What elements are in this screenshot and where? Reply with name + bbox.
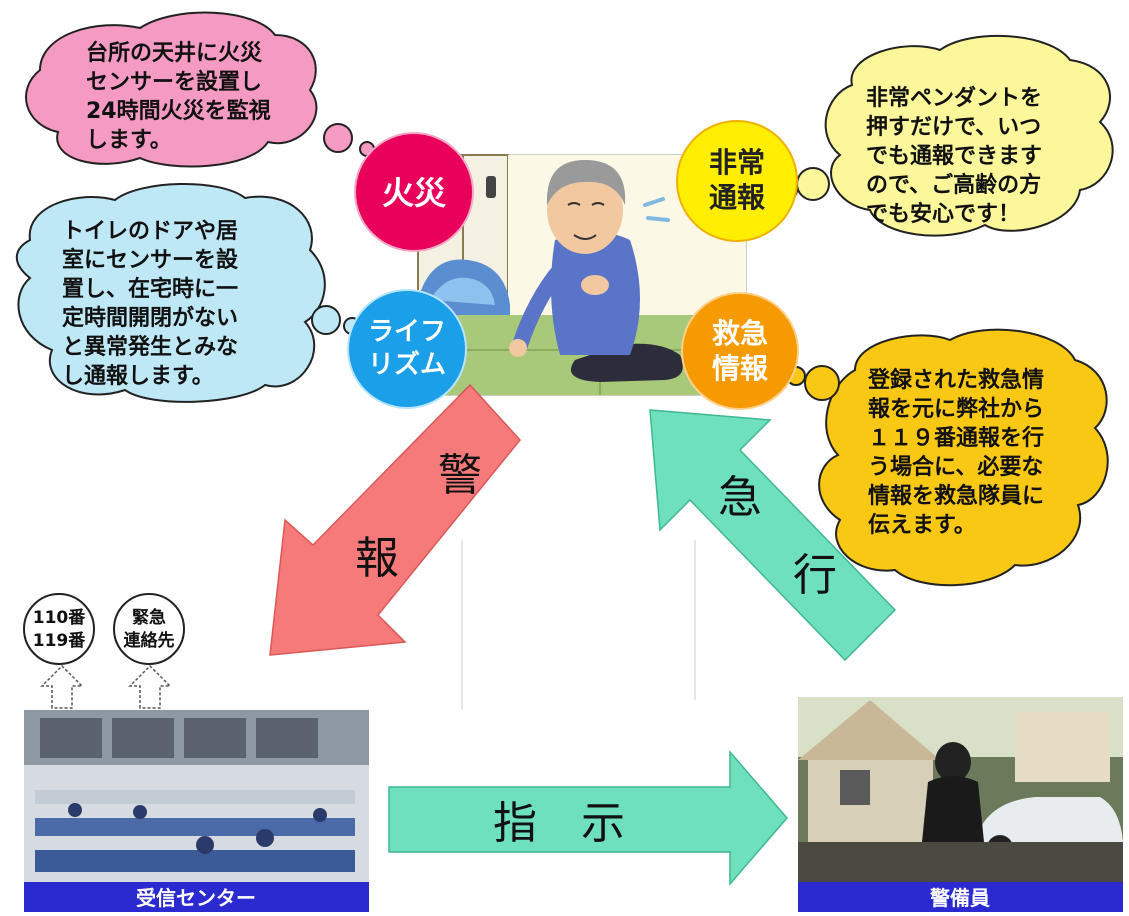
lifestyle-note-line: し通報します。 bbox=[62, 363, 214, 389]
svg-text:登録された救急情 報を元に弊社から: 登録された救急情 報を元に弊社から １１９番通報を行 う場合に、必要な 情報を救… bbox=[867, 367, 1052, 538]
emergency-call-note-line: でも安心です！ bbox=[866, 201, 1020, 227]
contact-label: 110番 bbox=[33, 608, 86, 628]
emergency-call-note-line: でも通報できます bbox=[866, 143, 1042, 169]
medical-info-note-line: 伝えます。 bbox=[868, 513, 976, 538]
emergency-circle-label: 非常 bbox=[709, 146, 765, 179]
lifestyle-circle: ライフ リズム bbox=[347, 289, 467, 409]
medical-circle-label: 情報 bbox=[712, 352, 769, 385]
fire-circle: 火災 bbox=[354, 132, 474, 252]
lifestyle-note-line: 定時間開閉がない bbox=[62, 305, 238, 331]
security-guard-label: 警備員 bbox=[930, 886, 990, 910]
reception-center-label-bar bbox=[24, 882, 369, 912]
police-fire-contact-circle: 110番 119番 bbox=[23, 593, 95, 665]
rush-arrow: 急 行 bbox=[649, 409, 897, 662]
medical-info-note-line: １１９番通報を行 bbox=[868, 425, 1044, 451]
fire-note-line: します。 bbox=[86, 128, 172, 153]
fire-note-line: 24時間火災を監視 bbox=[86, 99, 271, 124]
rush-arrow-char: 行 bbox=[793, 550, 837, 601]
medical-info-note-line: う場合に、必要な bbox=[868, 454, 1043, 480]
medical-circle-label: 救急 bbox=[712, 317, 768, 350]
emergency-call-note-line: ので、ご高齢の方 bbox=[866, 172, 1041, 198]
lifestyle-note-line: 室にセンサーを設 bbox=[62, 247, 239, 273]
svg-text:トイレのドアや居 室にセンサーを設: トイレのドアや居 室にセンサーを設 置し、在宅時に一 定時間開閉がない と異常発… bbox=[62, 219, 246, 389]
emergency-call-note-bubble: 非常ペンダントを 押すだけで、いつ でも通報できます ので、ご高齢の方 でも安心… bbox=[778, 34, 1114, 237]
lifestyle-note-bubble: トイレのドアや居 室にセンサーを設 置し、在宅時に一 定時間開閉がない と異常発… bbox=[15, 182, 361, 403]
fire-note-bubble: 台所の天井に火災 センサーを設置し 24時間火災を監視 します。 bbox=[25, 11, 387, 168]
emergency-circle: 非常 通報 bbox=[676, 120, 798, 242]
medical-info-note-bubble: 登録された救急情 報を元に弊社から １１９番通報を行 う場合に、必要な 情報を救… bbox=[786, 328, 1109, 587]
medical-info-note-line: 情報を救急隊員に bbox=[868, 483, 1044, 509]
contact-label: 連絡先 bbox=[124, 630, 175, 651]
lifestyle-circle-label: リズム bbox=[368, 349, 446, 380]
fire-note-line: センサーを設置し bbox=[86, 69, 262, 95]
dotted-up-arrow-icon bbox=[128, 664, 172, 709]
emergency-contact-circle: 緊急 連絡先 bbox=[113, 593, 185, 665]
instruct-arrow: 指 示 bbox=[388, 749, 788, 887]
medical-info-note-line: 登録された救急情 bbox=[867, 367, 1044, 393]
reception-center-photo bbox=[24, 710, 369, 882]
alert-arrow: 警 報 bbox=[269, 383, 521, 656]
security-guard-label-bar bbox=[798, 882, 1123, 912]
dotted-up-arrow-icon bbox=[40, 664, 84, 709]
fire-note-line: 台所の天井に火災 bbox=[86, 40, 263, 66]
security-guard-photo bbox=[798, 697, 1123, 882]
alert-arrow-char: 警 bbox=[438, 450, 482, 501]
emergency-call-note-line: 非常ペンダントを bbox=[866, 85, 1042, 111]
instruct-arrow-label: 指 示 bbox=[493, 798, 625, 849]
fire-circle-label: 火災 bbox=[382, 174, 447, 212]
rush-arrow-char: 急 bbox=[718, 472, 762, 523]
medical-info-note-line: 報を元に弊社から bbox=[868, 396, 1044, 422]
contact-label: 119番 bbox=[33, 631, 86, 651]
lifestyle-note-line: トイレのドアや居 bbox=[62, 219, 238, 244]
svg-text:非常ペンダントを 押すだけで、いつ: 非常ペンダントを 押すだけで、いつ でも通報できます ので、ご高齢の方 でも安心… bbox=[866, 85, 1050, 227]
lifestyle-note-line: と異常発生とみな bbox=[62, 334, 238, 360]
medical-circle: 救急 情報 bbox=[681, 292, 799, 410]
svg-text:台所の天井に火災 センサーを設置し: 台所の天井に火災 センサーを設置し 24時間火災を監視 します。 bbox=[86, 40, 278, 153]
lifestyle-circle-label: ライフ bbox=[368, 317, 446, 347]
lifestyle-note-line: 置し、在宅時に一 bbox=[62, 276, 238, 302]
contact-label: 緊急 bbox=[132, 607, 166, 628]
emergency-circle-label: 通報 bbox=[709, 181, 766, 214]
alert-arrow-char: 報 bbox=[355, 533, 399, 584]
emergency-call-note-line: 押すだけで、いつ bbox=[866, 114, 1041, 140]
reception-center-label: 受信センター bbox=[136, 886, 256, 910]
